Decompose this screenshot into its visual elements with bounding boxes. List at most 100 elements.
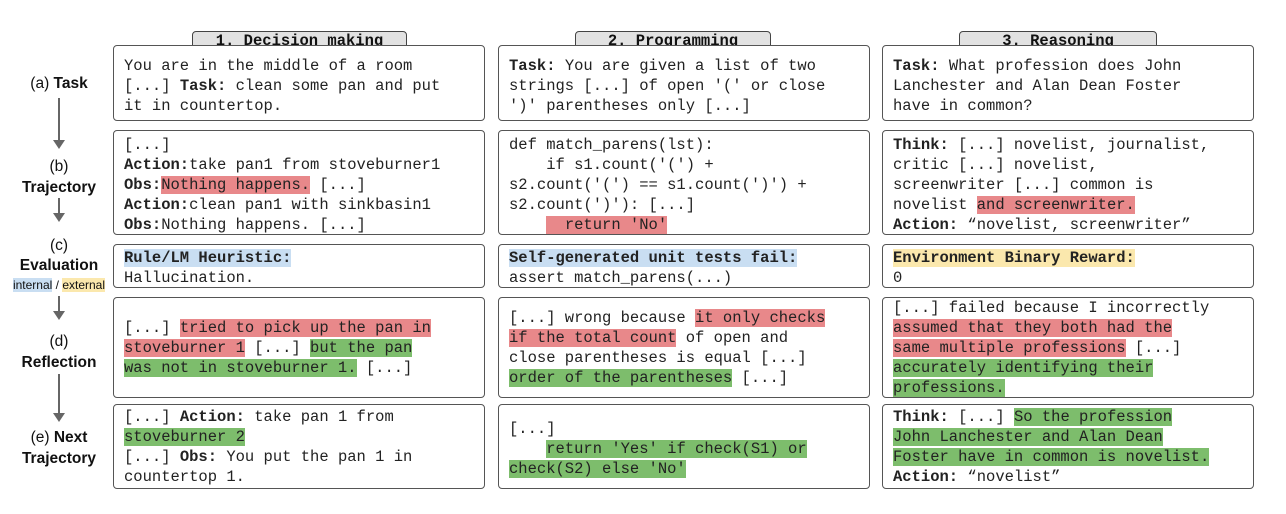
failure-highlight: if the total count <box>509 329 677 347</box>
evaluation-box-col1: Rule/LM Heuristic:Hallucination. <box>113 244 485 288</box>
flow-arrowhead-4 <box>53 413 65 422</box>
text-span: “novelist, screenwriter” <box>958 216 1191 234</box>
text-span: Action: <box>179 408 245 426</box>
success-highlight: John Lanchester and Alan Dean <box>893 428 1163 446</box>
legend-external: external <box>62 278 106 292</box>
trajectory-text-line: Action:take pan1 from stoveburner1 <box>124 155 440 175</box>
row-label-evaluation-name: Evaluation <box>19 257 99 274</box>
task-text-line: have in common? <box>893 96 1033 116</box>
text-span: novelist <box>893 196 977 214</box>
task-text-line: strings [...] of open '(' or close <box>509 76 825 96</box>
text-span: [...] <box>124 448 180 466</box>
text-span: s2.count(')'): [...] <box>509 196 696 214</box>
task-box-col1: You are in the middle of a room [...] Tas… <box>113 45 485 121</box>
text-span: have in common? <box>893 97 1033 115</box>
text-span: Task: <box>893 57 940 75</box>
failure-highlight: assumed that they both had the <box>893 319 1173 337</box>
next-text-line: [...] Action: take pan 1 from <box>124 407 394 427</box>
task-text-line: Task: You are given a list of two <box>509 56 816 76</box>
row-label-reflection-prefix: (d) <box>49 333 69 350</box>
row-label-reflection-name: Reflection <box>21 354 97 371</box>
reflection-text-line: professions. <box>893 378 1005 398</box>
text-span: Task: <box>179 77 227 95</box>
text-span: it in countertop. <box>124 97 283 115</box>
trajectory-text-line: if s1.count('(') + <box>509 155 713 175</box>
blue-highlight: Self-generated unit tests fail: <box>509 249 798 267</box>
text-span: close parentheses is equal [...] <box>509 349 807 367</box>
success-highlight: order of the parentheses <box>509 369 733 387</box>
text-span: take pan1 from stoveburner1 <box>189 156 441 174</box>
next-text-line: stoveburner 2 <box>124 427 245 447</box>
next-text-line: Foster have in common is novelist. <box>893 447 1210 467</box>
task-text-line: Lanchester and Alan Dean Foster <box>893 76 1181 96</box>
text-span: [...] <box>509 420 556 438</box>
reflection-box-col3: [...] failed because I incorrectly assume… <box>882 297 1254 398</box>
failure-highlight: it only checks <box>695 309 826 327</box>
failure-highlight: tried to pick up the pan in <box>179 319 431 337</box>
text-span: [...] novelist, journalist, <box>948 136 1210 154</box>
failure-highlight: stoveburner 1 <box>124 339 245 357</box>
success-highlight: stoveburner 2 <box>124 428 245 446</box>
reflection-text-line: order of the parentheses [...] <box>509 368 788 388</box>
text-span: [...] <box>732 369 789 387</box>
success-highlight: was not in stoveburner 1. <box>124 359 357 377</box>
text-span: Action: <box>893 216 959 234</box>
task-text-line: ')' parentheses only [...] <box>509 96 751 116</box>
text-span: You are in the middle of a room <box>124 57 413 75</box>
trajectory-text-line: return 'No' <box>509 215 668 235</box>
failure-highlight: same multiple professions <box>893 339 1126 357</box>
text-span: [...] failed because I incorrectly <box>893 299 1210 317</box>
row-label-task: (a) Task <box>0 74 118 94</box>
success-highlight: So the profession <box>1013 408 1173 426</box>
text-span: [...] <box>1125 339 1182 357</box>
next-text-line: [...] <box>509 419 556 439</box>
text-span: assert match_parens(...) <box>509 269 733 287</box>
trajectory-box-col2: def match_parens(lst): if s1.count('(') … <box>498 130 870 235</box>
reflection-text-line: close parentheses is equal [...] <box>509 348 807 368</box>
text-span: def match_parens(lst): <box>509 136 714 154</box>
flow-arrowhead-2 <box>53 213 65 222</box>
row-label-evaluation-prefix: (c) <box>49 237 69 254</box>
trajectory-text-line: s2.count(')'): [...] <box>509 195 695 215</box>
flow-arrow-2 <box>58 198 60 214</box>
text-span <box>509 216 546 234</box>
reflection-text-line: if the total count of open and <box>509 328 788 348</box>
row-label-task-name: Task <box>53 75 88 92</box>
flow-arrowhead-1 <box>53 140 65 149</box>
text-span: You put the pan 1 in <box>217 448 413 466</box>
text-span: critic [...] novelist, <box>893 156 1098 174</box>
evaluation-box-col2: Self-generated unit tests fail: assert ma… <box>498 244 870 288</box>
success-highlight: professions. <box>893 379 1005 397</box>
text-span: [...] <box>244 339 311 357</box>
trajectory-text-line: Action: “novelist, screenwriter” <box>893 215 1191 235</box>
legend-separator: / <box>52 278 63 292</box>
trajectory-text-line: Obs:Nothing happens. [...] <box>124 215 366 235</box>
text-span: of open and <box>676 329 789 347</box>
text-span: What profession does John <box>939 57 1182 75</box>
row-label-next-name2: Trajectory <box>21 450 97 467</box>
row-label-trajectory: (b) Trajectory <box>0 157 118 198</box>
text-span: [...] <box>124 408 180 426</box>
text-span: “novelist” <box>958 468 1061 486</box>
evaluation-text-line: Environment Binary Reward: <box>893 248 1135 268</box>
trajectory-text-line: def match_parens(lst): <box>509 135 714 155</box>
next-text-line: Action: “novelist” <box>893 467 1060 487</box>
text-span: [...] <box>124 136 171 154</box>
evaluation-text-line: assert match_parens(...) <box>509 268 732 288</box>
next-text-line: countertop 1. <box>124 467 245 487</box>
text-span: [...] <box>124 77 180 95</box>
blue-highlight: Rule/LM Heuristic: <box>124 249 292 267</box>
next-text-line: [...] Obs: You put the pan 1 in <box>124 447 412 467</box>
reflection-text-line: stoveburner 1 [...] but the pan <box>124 338 413 358</box>
text-span: Nothing happens. [...] <box>161 216 366 234</box>
text-span: [...] wrong because <box>509 309 696 327</box>
flow-arrow-4 <box>58 374 60 414</box>
row-label-next-trajectory: (e) Next Trajectory <box>0 428 118 469</box>
row-label-reflection: (d) Reflection <box>0 332 118 373</box>
text-span: Action: <box>124 156 190 174</box>
row-label-task-prefix: (a) <box>30 75 54 92</box>
text-span: Think: <box>893 408 949 426</box>
